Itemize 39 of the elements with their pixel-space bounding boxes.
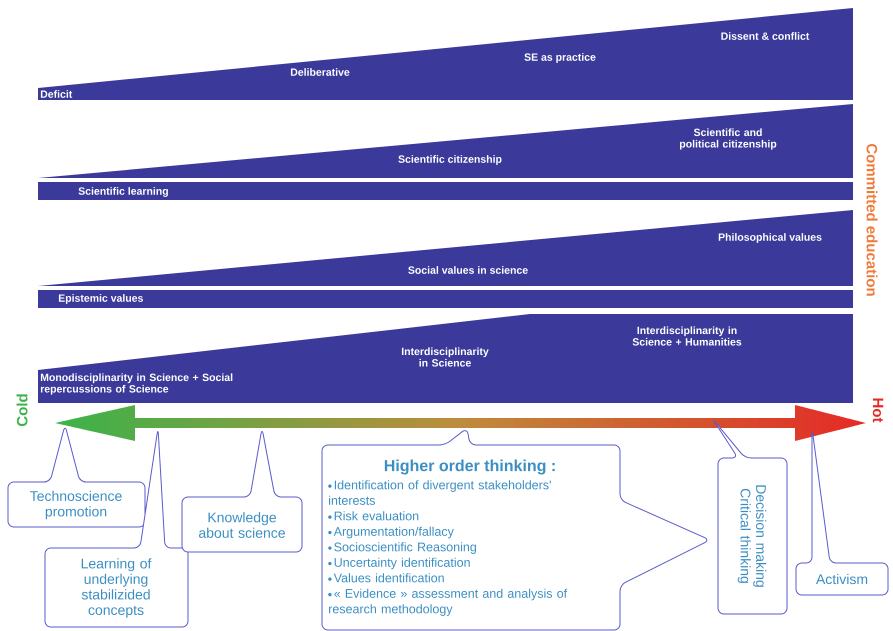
band-label: SE as practice [524,53,596,63]
band-label: Philosophical values [718,233,822,243]
band-label: Deliberative [290,68,350,76]
band-label: Interdisciplinarity in Science + Humanities [632,326,742,346]
scale-end-label: Hot [872,398,884,422]
speech-bubble [182,430,302,552]
speech-bubble [322,430,708,630]
node-label: Risk evaluation [334,511,418,520]
speech-bubble [796,431,889,596]
band-label: Scientific citizenship [398,155,502,165]
band-label: Interdisciplinarity in Science [402,347,489,367]
speech-bubble [714,420,788,614]
node-label: « Evidence » assessment and analysis of research methodology [329,588,568,616]
callout-text: Decision making Critical thinking [738,485,766,587]
axis-title: Committed education [866,144,878,296]
callout-text: Learning of underlying stabilizided concepts [82,558,152,618]
node-label: Uncertainty identification [334,558,470,570]
node-label: Identification of divergent stakeholders' interests [329,480,551,505]
band-label: Deficit [40,90,72,98]
band-label: Scientific learning [78,187,168,197]
band-label: Monodisciplinarity in Science + Social repercussions of Science [40,373,232,395]
node-label: Argumentation/fallacy [334,526,454,538]
speech-bubble [8,428,146,528]
band-label: Scientific and political citizenship [680,128,776,150]
scale-end-label: Cold [16,394,28,426]
band-label: Social values in science [408,266,528,274]
callout-text: Knowledge about science [199,512,285,538]
band-label: Epistemic values [58,294,143,304]
band-label: Dissent & conflict [721,32,810,40]
band [38,104,854,200]
node-label: Values identification [334,573,444,582]
node-label: Socioscientific Reasoning [334,542,476,554]
band [38,210,854,308]
callout-heading: Higher order thinking : [384,460,555,474]
band [38,314,854,403]
bullet-list: Identification of divergent stakeholders' interests Risk evaluation Argumentation/fallacy Socioscientific Reasoning Uncertainty identification Values identification « Evidence » assessment and analysis of research methodology [328,480,568,616]
callout-text: Technoscience promotion [30,490,122,520]
band [38,8,854,100]
callout-text: Activism [816,574,868,584]
